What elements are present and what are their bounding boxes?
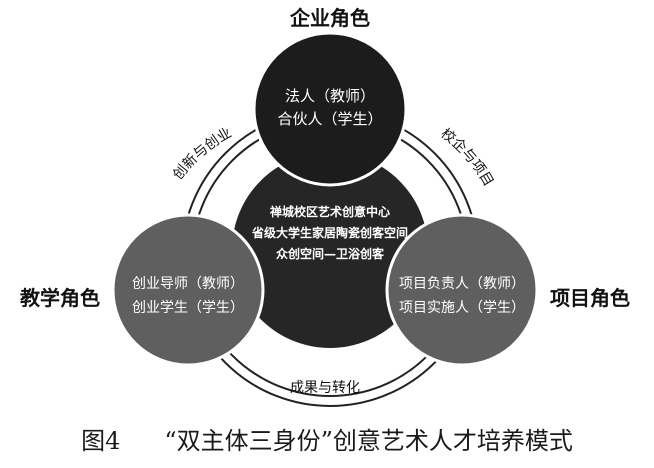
center-circle-line3: 众创空间—卫浴创客	[276, 246, 385, 261]
right-circle-line2: 项目实施人（学生）	[399, 300, 525, 316]
left-circle	[111, 213, 265, 367]
top-circle-line2: 合伙人（学生）	[277, 110, 382, 128]
left-circle-line2: 创业学生（学生）	[132, 300, 244, 316]
left-circle-line1: 创业导师（教师）	[132, 276, 244, 292]
center-circle	[232, 152, 428, 348]
center-circle-line2: 省级大学生家居陶瓷创客空间	[251, 225, 408, 240]
arc-right-label: 校企与项目	[438, 125, 497, 190]
role-project-label: 项目角色	[550, 286, 630, 310]
right-circle-line1: 项目负责人（教师）	[399, 276, 525, 292]
figure-title: “双主体三身份”创意艺术人才培养模式	[164, 426, 573, 455]
figure-number: 图4	[81, 426, 121, 455]
top-circle-line1: 法人（教师）	[285, 87, 375, 105]
role-teaching-label: 教学角色	[20, 286, 100, 310]
arc-right-textpath: 校企与项目	[438, 125, 497, 190]
figure-caption: 图4 “双主体三身份”创意艺术人才培养模式	[0, 418, 654, 458]
top-circle	[252, 31, 408, 187]
role-enterprise-label: 企业角色	[289, 6, 370, 30]
center-circle-line1: 禅城校区艺术创意中心	[269, 204, 390, 219]
right-circle	[385, 213, 539, 367]
arc-bottom-label: 成果与转化	[290, 380, 360, 396]
